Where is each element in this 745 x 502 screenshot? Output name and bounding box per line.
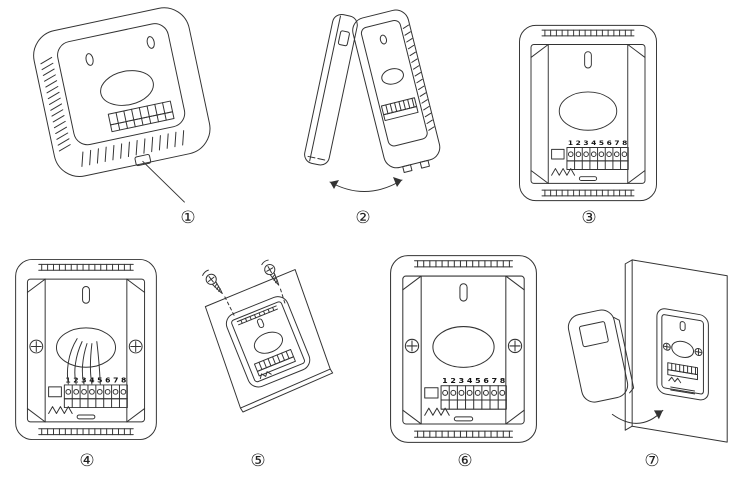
step-label-4: ④ [79, 451, 95, 471]
front-cover [567, 309, 635, 403]
step-label-5: ⑤ [250, 451, 266, 471]
release-tab [134, 154, 152, 167]
step-3-illustration: 1 2 3 4 5 6 7 8 [519, 24, 657, 202]
arrowhead [653, 410, 663, 420]
back-plate-mounted [390, 255, 537, 443]
side-vent-slots [40, 56, 185, 167]
terminal-strip [107, 100, 175, 133]
terminal-numbers: 1 2 3 4 5 6 7 8 [442, 377, 505, 385]
step-7-illustration [567, 259, 728, 443]
arrowhead-right [393, 177, 402, 187]
screw-slot-holes [85, 36, 155, 66]
step-6-illustration: 1 2 3 4 5 6 7 8 [390, 255, 537, 443]
swing-arrow [329, 179, 403, 192]
step-label-2: ② [355, 208, 371, 228]
back-plate [352, 9, 441, 173]
screw-guide-lines [224, 288, 286, 317]
step-2-illustration [304, 9, 441, 192]
step-4-illustration: 1 2 3 4 5 6 7 8 [15, 258, 157, 441]
wall-square [204, 269, 334, 413]
mounting-screw-left-icon [29, 339, 44, 354]
figure-step-7 [560, 252, 735, 454]
leader-line [142, 160, 185, 203]
step-label-7: ⑦ [644, 451, 660, 471]
step-label-1: ① [180, 208, 196, 228]
step-5-illustration [202, 259, 334, 413]
screw-icon [261, 259, 280, 286]
mounting-screw-left-icon [404, 338, 420, 354]
step-1-illustration [33, 7, 211, 203]
mounting-screw-right-icon [128, 339, 143, 354]
back-plate-on-wall [225, 296, 311, 388]
display-window [578, 321, 609, 348]
wire-opening [100, 70, 154, 106]
wires [66, 338, 101, 385]
figure-step-1 [10, 2, 238, 211]
wall-mounting [202, 259, 334, 413]
figure-step-2 [272, 2, 457, 211]
separated-plates [304, 9, 441, 192]
screw-icon [202, 269, 223, 295]
step-label-3: ③ [581, 208, 597, 228]
front-plate [304, 13, 358, 166]
terminal-numbers: 1 2 3 4 5 6 7 8 [65, 376, 126, 384]
attach-front-cover [567, 259, 728, 443]
figure-step-3: 1 2 3 4 5 6 7 8 [516, 22, 660, 208]
wall-panel [624, 259, 728, 443]
figure-step-6: 1 2 3 4 5 6 7 8 [387, 252, 540, 450]
mounting-screw-right-icon [507, 338, 523, 354]
thermostat-back-tilted [33, 7, 211, 203]
figure-step-4: 1 2 3 4 5 6 7 8 [12, 256, 160, 447]
back-plate-flat [519, 24, 657, 202]
terminal-numbers: 1 2 3 4 5 6 7 8 [568, 139, 628, 147]
figure-step-5 [182, 252, 337, 456]
step-label-6: ⑥ [457, 451, 473, 471]
back-plate-wired [15, 258, 157, 441]
mounted-base-plate [656, 308, 709, 401]
arrowhead-left [330, 180, 339, 189]
